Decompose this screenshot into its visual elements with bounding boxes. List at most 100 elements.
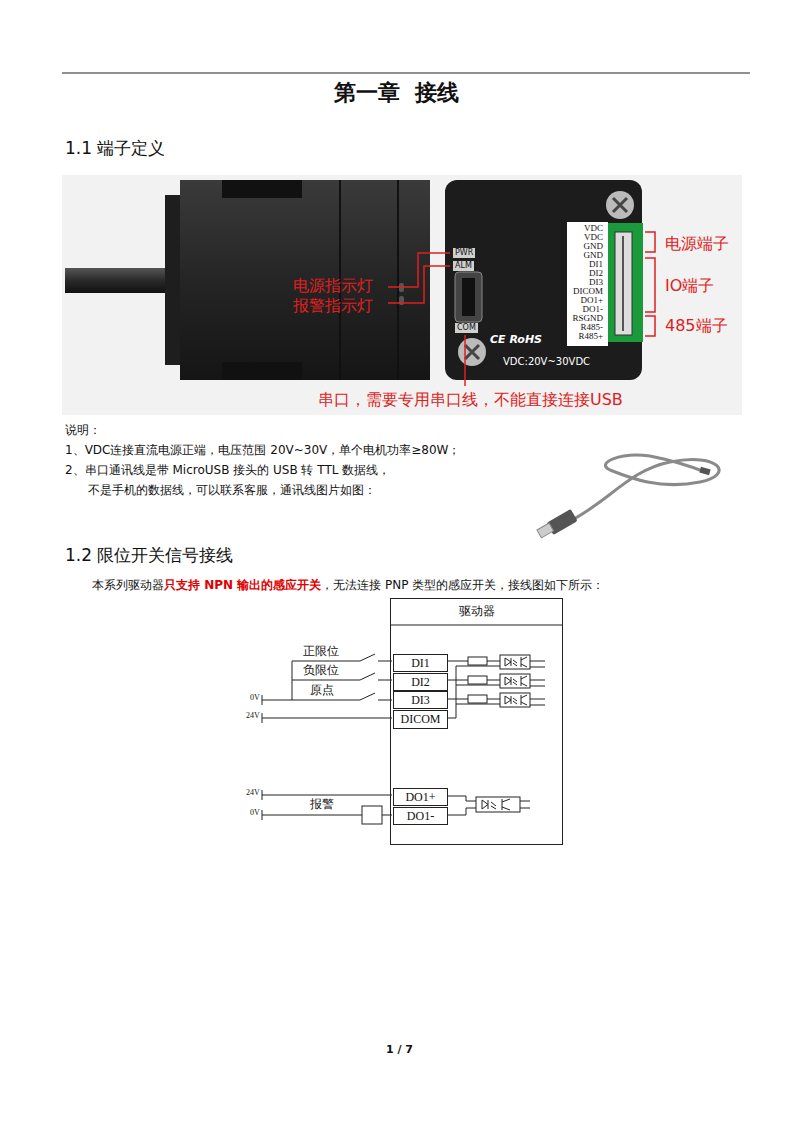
usb-cable-illustration-part xyxy=(537,523,554,538)
driver-box: 驱动器 DI1DI2DI3DICOM DO1+ DO1- xyxy=(390,598,563,845)
terminal-box: DI3 xyxy=(393,691,448,709)
node-text: DI2 xyxy=(411,675,430,690)
pin-name: DO1- xyxy=(563,304,603,314)
voltage-label: 0V xyxy=(250,693,260,703)
node-text: DO1+ xyxy=(405,790,435,805)
pin-name: RSGND xyxy=(563,313,603,323)
node-text: DO1- xyxy=(407,809,434,824)
wiring-lines-part xyxy=(468,676,487,684)
top-rule xyxy=(62,73,750,74)
red-leader-lines-part xyxy=(645,316,655,336)
red-leader-lines xyxy=(388,232,655,386)
signal-name: 原点 xyxy=(310,683,334,697)
red-leader-lines-part xyxy=(645,232,655,252)
driver-plate-illustration-part xyxy=(615,232,632,335)
note-text: 2、串口通讯线是带 MicroUSB 接头的 USB 转 TTL 数据线， xyxy=(65,463,390,477)
wiring-lines-part xyxy=(468,657,487,665)
paragraph: 本系列驱动器只支持 NPN 输出的感应开关，无法连接 PNP 类型的感应开关，接… xyxy=(92,578,604,592)
motor-illustration-part xyxy=(65,268,170,293)
optocoupler-symbols-part xyxy=(500,655,530,669)
voltage-rating: VDC:20V~30VDC xyxy=(503,356,590,368)
red-leader-lines-part xyxy=(464,335,466,386)
pin-name: DI3 xyxy=(563,277,603,287)
wiring-lines-part xyxy=(292,693,392,700)
driver-plate-illustration-part xyxy=(608,223,643,342)
red-leader-lines-part xyxy=(388,253,450,287)
photo-background xyxy=(62,175,742,415)
callout-text: 报警指示灯 xyxy=(293,296,373,315)
wiring-lines-part xyxy=(447,666,500,718)
optocoupler-symbols-part-part xyxy=(505,695,527,705)
note-text: 1、VDC连接直流电源正端，电压范围 20V~30V，单个电机功率≥80W； xyxy=(65,443,460,457)
pin-name: R485+ xyxy=(563,331,603,341)
node-text: DI3 xyxy=(411,693,430,708)
callout-text: 电源端子 xyxy=(665,234,729,253)
optocoupler-symbols-part xyxy=(500,674,530,688)
page-number: 1 / 7 xyxy=(386,1043,413,1056)
optocoupler-symbols-part-part xyxy=(500,655,530,669)
pin-name: DI1 xyxy=(563,259,603,269)
wiring-lines xyxy=(262,625,563,824)
driver-plate-illustration-part xyxy=(622,236,624,331)
optocoupler-symbols xyxy=(476,655,530,812)
usb-cable-illustration xyxy=(537,455,719,538)
optocoupler-symbols-part-part xyxy=(505,657,527,667)
paragraph-text: ，无法连接 PNP 类型的感应开关，接线图如下所示： xyxy=(321,578,604,592)
pin-name: DO1+ xyxy=(563,295,603,305)
optocoupler-symbols-part-part xyxy=(482,799,510,810)
note-text: 说明： xyxy=(65,423,101,437)
wiring-lines-part xyxy=(262,713,392,723)
signal-name: 正限位 xyxy=(303,644,339,658)
callout-text: IO端子 xyxy=(665,276,714,295)
motor-illustration-part xyxy=(397,180,399,380)
indicator-tag: PWR xyxy=(453,248,475,258)
pin-name: GND xyxy=(563,241,603,251)
paragraph-text: 本系列驱动器 xyxy=(92,578,164,592)
pin-name: DI2 xyxy=(563,268,603,278)
optocoupler-symbols-part-part xyxy=(500,674,530,688)
driver-plate-illustration-part xyxy=(465,345,479,359)
terminal-box: DO1- xyxy=(393,807,448,825)
note-text: 不是手机的数据线，可以联系客服，通讯线图片如图： xyxy=(88,483,376,497)
wiring-lines-part xyxy=(530,661,545,705)
callout-text: 串口，需要专用串口线，不能直接连接USB xyxy=(318,390,623,409)
terminal-box: DI1 xyxy=(393,654,448,672)
section-heading: 1.1 端子定义 xyxy=(65,138,165,158)
pin-name: GND xyxy=(563,250,603,260)
wiring-lines-part xyxy=(390,625,563,626)
signal-name: 报警 xyxy=(310,797,334,811)
motor-illustration xyxy=(65,180,430,380)
wiring-lines-part xyxy=(362,806,382,824)
terminal-box: DICOM xyxy=(393,710,448,729)
terminal-box: DO1+ xyxy=(393,788,448,806)
signal-name: 负限位 xyxy=(303,663,339,677)
indicator-tag: ALM xyxy=(453,261,474,271)
voltage-label: 0V xyxy=(250,808,260,818)
motor-illustration-part xyxy=(222,180,302,198)
driver-plate-illustration-part xyxy=(606,191,634,219)
driver-plate-illustration xyxy=(445,180,643,380)
optocoupler-symbols-part xyxy=(500,693,530,707)
top-rule-part xyxy=(62,73,750,74)
node-text: DICOM xyxy=(400,712,440,727)
pin-name: VDC xyxy=(563,223,603,233)
usb-cable-illustration-part xyxy=(572,455,719,520)
red-leader-lines-part xyxy=(388,266,450,303)
emphasis-text: 只支持 NPN 输出的感应开关 xyxy=(164,578,321,592)
cert-mark: CE RoHS xyxy=(490,333,542,346)
usb-cable-illustration-part xyxy=(650,456,705,472)
wiring-lines-part xyxy=(468,695,487,703)
driver-plate-illustration-part xyxy=(613,198,627,212)
voltage-label: 24V xyxy=(246,788,260,798)
red-leader-lines-part xyxy=(645,258,655,312)
node-text: 驱动器 xyxy=(391,599,562,620)
motor-illustration-part xyxy=(180,180,430,380)
wiring-lines-part xyxy=(447,796,530,815)
photo-background-part xyxy=(62,175,742,415)
pin-name: VDC xyxy=(563,232,603,242)
driver-plate-illustration-part xyxy=(462,278,475,316)
pin-name: R485- xyxy=(563,322,603,332)
callout-text: 485端子 xyxy=(665,316,728,335)
driver-plate-illustration-part xyxy=(458,338,486,366)
